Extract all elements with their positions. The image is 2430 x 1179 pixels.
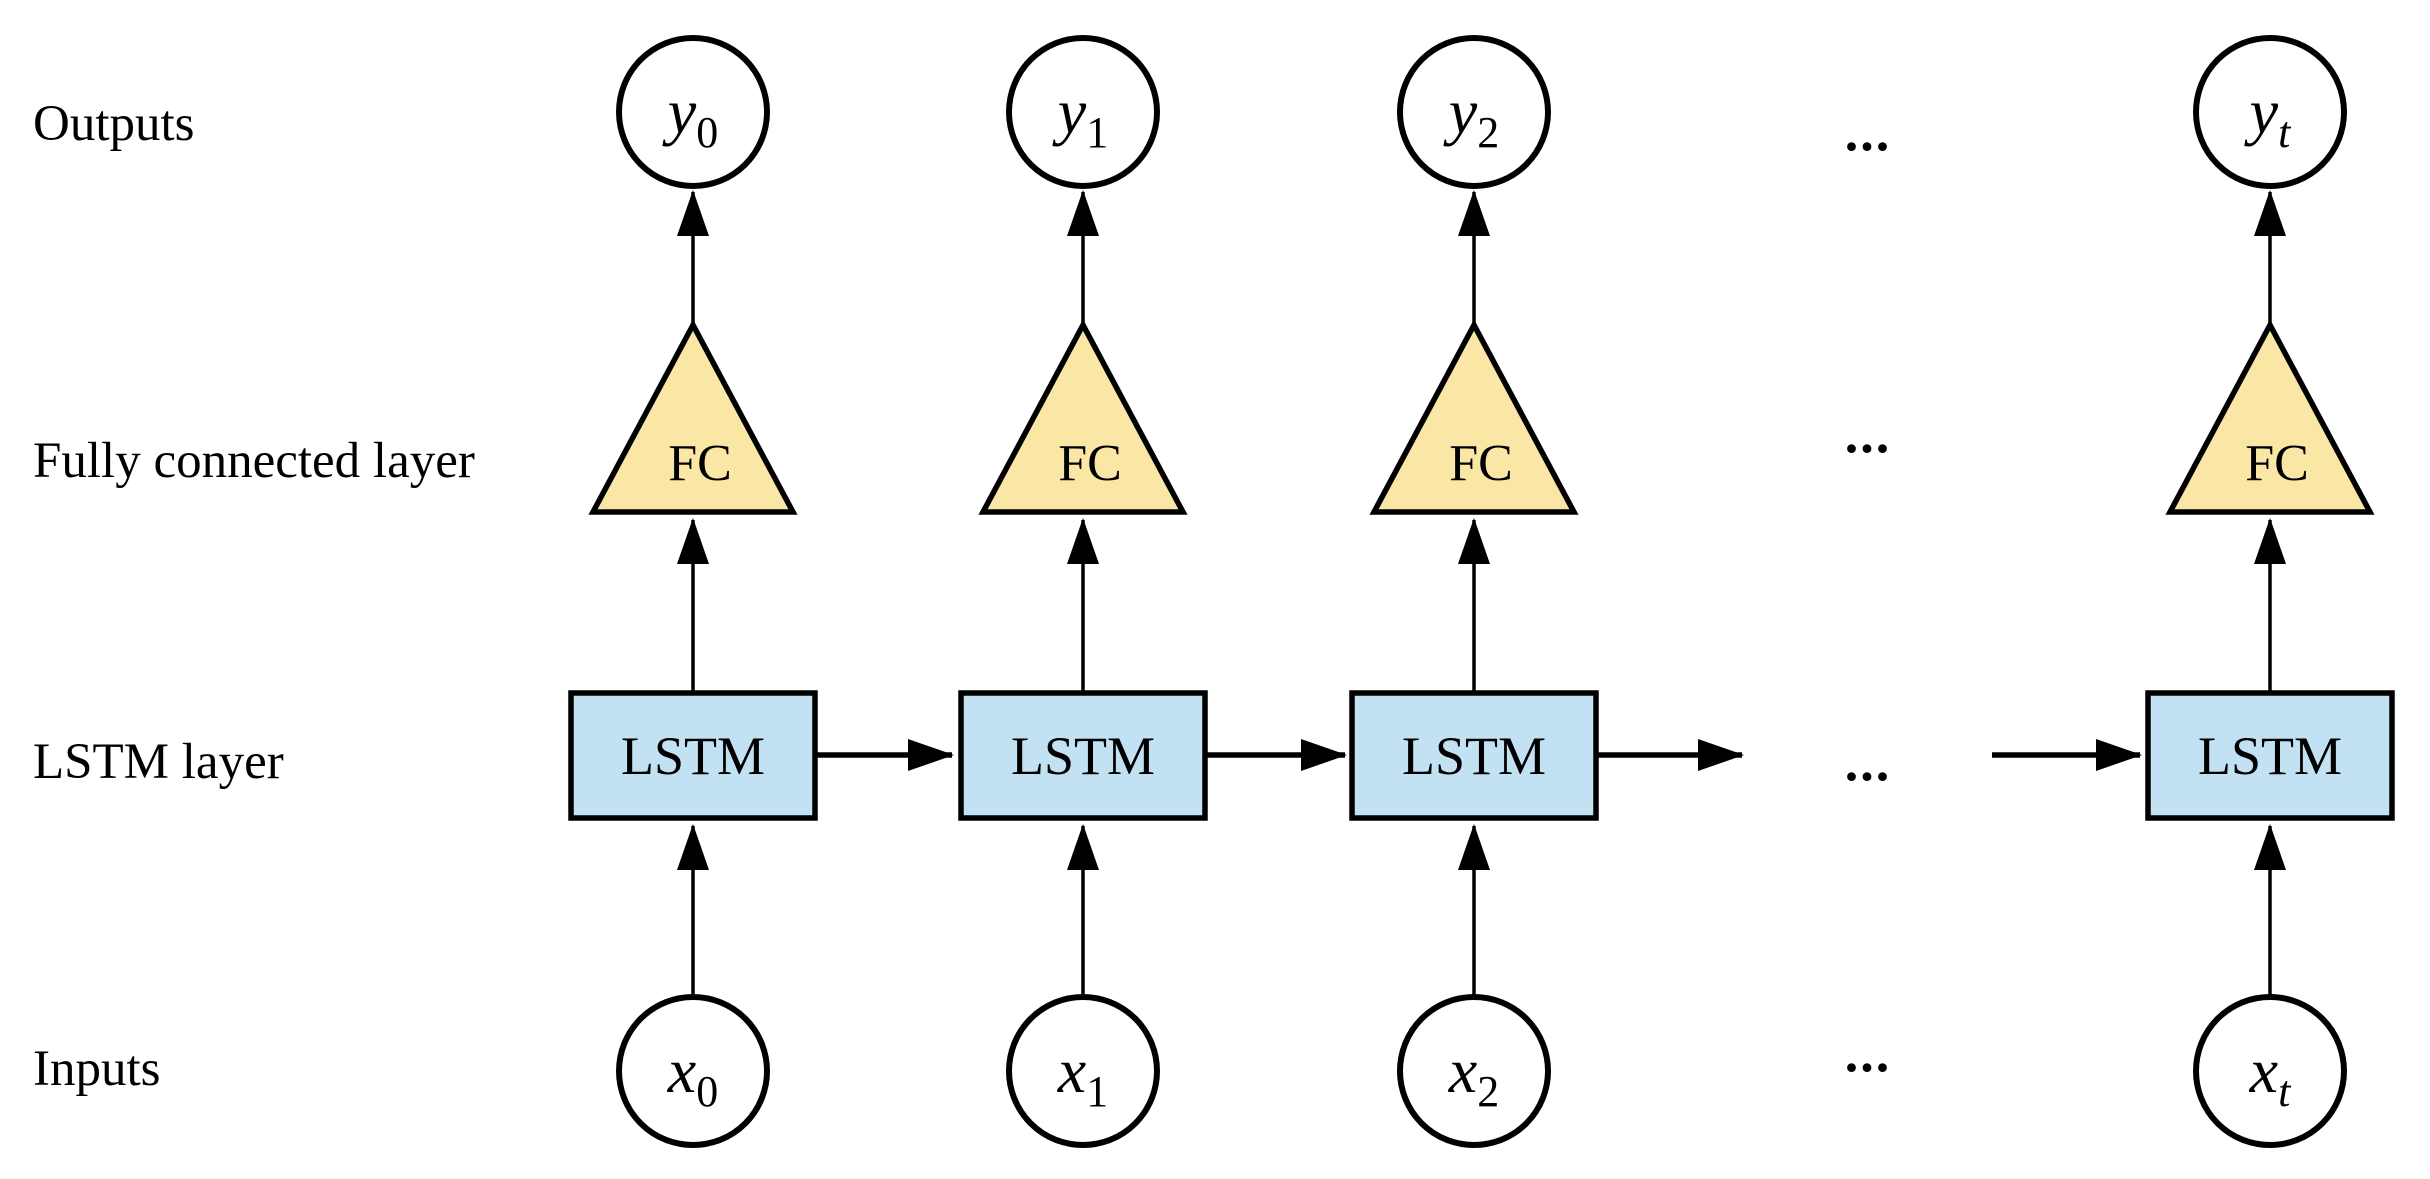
row-label-lstm: LSTM layer (33, 734, 284, 790)
input-node-circle-1 (1006, 994, 1160, 1148)
lstm-node-box-2 (1349, 690, 1599, 821)
fc-node-triangle-0 (588, 319, 798, 515)
input-node-label-2: x2 (1448, 1035, 1499, 1116)
lstm-node-box-t (2145, 690, 2395, 821)
lstm-node-label-1: LSTM (1011, 726, 1155, 786)
lstm-node-box-0 (568, 690, 818, 821)
ellipsis-fc: ... (1845, 404, 1892, 464)
fc-node-triangle-t (2165, 319, 2375, 515)
fc-node-label-1: FC (1058, 435, 1122, 492)
row-label-fully-connected: Fully connected layer (33, 433, 475, 489)
ellipsis-lstm: ... (1845, 732, 1892, 792)
output-node-label-t: yt (2244, 76, 2292, 157)
lstm-node-label-0: LSTM (621, 726, 765, 786)
output-node-circle-1 (1006, 35, 1160, 189)
row-label-outputs: Outputs (33, 96, 195, 152)
fc-node-triangle-1 (978, 319, 1188, 515)
row-label-inputs: Inputs (33, 1041, 161, 1097)
fc-node-label-t: FC (2245, 435, 2309, 492)
input-node-circle-0 (616, 994, 770, 1148)
timestep-column-t: yt FC LSTM xt (2145, 35, 2395, 1148)
timestep-column-1: y1 FC LSTM x1 (958, 35, 1208, 1148)
fc-node-label-0: FC (668, 435, 732, 492)
lstm-node-label-t: LSTM (2198, 726, 2342, 786)
output-node-label-1: y1 (1052, 76, 1108, 157)
input-node-circle-2 (1397, 994, 1551, 1148)
ellipsis-inputs: ... (1845, 1023, 1892, 1083)
ellipsis-outputs: ... (1845, 102, 1892, 162)
input-node-label-1: x1 (1057, 1035, 1108, 1116)
timestep-column-0: y0 FC LSTM x0 (568, 35, 818, 1148)
output-node-circle-2 (1397, 35, 1551, 189)
input-node-circle-t (2193, 994, 2347, 1148)
timestep-column-2: y2 FC LSTM x2 (1349, 35, 1599, 1148)
lstm-node-box-1 (958, 690, 1208, 821)
fc-node-triangle-2 (1369, 319, 1579, 515)
output-node-label-0: y0 (662, 76, 718, 157)
fc-node-label-2: FC (1449, 435, 1513, 492)
output-node-label-2: y2 (1443, 76, 1499, 157)
input-node-label-t: xt (2249, 1035, 2292, 1116)
ellipsis-column: ... ... ... ... (1845, 102, 1892, 1083)
input-node-label-0: x0 (667, 1035, 718, 1116)
output-node-circle-0 (616, 35, 770, 189)
output-node-circle-t (2193, 35, 2347, 189)
lstm-node-label-2: LSTM (1402, 726, 1546, 786)
